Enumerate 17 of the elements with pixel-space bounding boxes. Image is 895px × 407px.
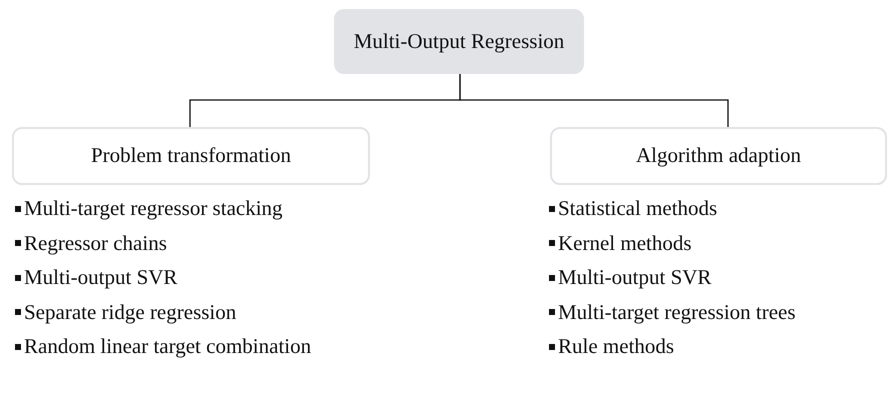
category-box (12, 127, 370, 185)
connector-line (459, 74, 729, 127)
node-text: Multi-Output Regression (354, 28, 564, 55)
list-item: Multi-target regressor stacking (24, 196, 283, 221)
list-item: Random linear target combination (24, 334, 312, 359)
node-text: Problem transformation (90, 142, 292, 170)
list-item: Kernel methods (558, 230, 692, 256)
list-item: Statistical methods (558, 196, 718, 221)
list-item: Multi-output SVR (24, 265, 178, 290)
list-item: Rule methods (558, 334, 674, 359)
list-item: Multi-target regression trees (558, 300, 796, 324)
category-box (550, 127, 887, 185)
list-item: Regressor chains (24, 230, 167, 256)
list-item: Separate ridge regression (24, 300, 236, 324)
root-box (334, 9, 584, 74)
node-text: Algorithm adaption (636, 142, 802, 170)
list-item: Multi-output SVR (558, 265, 712, 290)
